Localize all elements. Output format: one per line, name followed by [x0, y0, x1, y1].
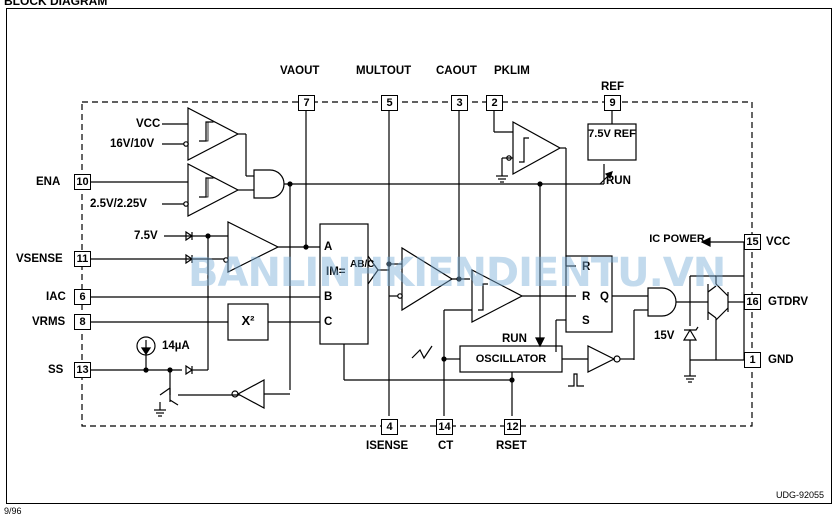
- page-note: 9/96: [4, 506, 22, 516]
- flip-flop-q: Q: [600, 291, 609, 303]
- pklim-comparator: [512, 120, 562, 176]
- pin-10: 10: [74, 174, 91, 190]
- pin-6-name: IAC: [46, 291, 66, 303]
- pin-5: 5: [381, 95, 398, 111]
- pin-8: 8: [74, 314, 91, 330]
- multiplier-output-im: IM=: [326, 266, 346, 278]
- zener-diode: [682, 328, 698, 341]
- pwm-comparator: [471, 269, 524, 323]
- pin-15-name: VCC: [766, 236, 791, 248]
- pin-8-name: VRMS: [32, 316, 66, 328]
- pin-5-name: MULTOUT: [356, 65, 412, 77]
- enable-and-gate: [253, 169, 285, 199]
- output-and-gate: [647, 287, 677, 317]
- flip-flop-s: S: [582, 315, 590, 327]
- flip-flop-r1: R: [582, 261, 591, 273]
- ic-power-label: IC POWER: [649, 233, 705, 245]
- pin-12: 12: [504, 419, 521, 435]
- flip-flop-r2: R: [582, 291, 591, 303]
- ss-inverter: [236, 378, 265, 410]
- enable-threshold-label: 2.5V/2.25V: [90, 198, 147, 210]
- pin-7: 7: [298, 95, 315, 111]
- inverter: [587, 345, 616, 373]
- zener-voltage-label: 15V: [654, 330, 675, 342]
- current-amplifier: [401, 246, 454, 312]
- pin-10-name: ENA: [36, 176, 61, 188]
- uvlo-comparator: [187, 107, 240, 161]
- pin-11-name: VSENSE: [16, 253, 63, 265]
- oscillator-label: OSCILLATOR: [475, 353, 547, 365]
- pin-16: 16: [744, 294, 761, 310]
- pin-4-name: ISENSE: [366, 440, 409, 452]
- figure-code: UDG-92055: [775, 490, 824, 500]
- run-label-ref: RUN: [606, 175, 631, 187]
- run-label-osc: RUN: [502, 333, 527, 345]
- pin-4: 4: [381, 419, 398, 435]
- pin-3: 3: [451, 95, 468, 111]
- pin-6: 6: [74, 289, 91, 305]
- diagram-frame: [6, 8, 832, 504]
- voltage-error-amplifier: [227, 221, 280, 273]
- pin-14-name: CT: [438, 440, 454, 452]
- watermark: BANLINHKIENDIENTU.VN: [188, 250, 726, 296]
- pin-3-name: CAOUT: [436, 65, 477, 77]
- pin-1: 1: [744, 352, 761, 368]
- pin-16-name: GTDRV: [768, 296, 809, 308]
- multiplier-input-a: A: [324, 241, 333, 253]
- pin-1-name: GND: [768, 354, 794, 366]
- ss-current-label: 14µA: [162, 340, 190, 352]
- squarer-label: X²: [241, 313, 255, 328]
- diagram-header: BLOCK DIAGRAM: [4, 0, 108, 8]
- multiplier-input-c: C: [324, 316, 333, 328]
- pin-14: 14: [436, 419, 453, 435]
- pin-12-name: RSET: [496, 440, 527, 452]
- ena-comparator: [187, 163, 240, 217]
- vcc-input-label: VCC: [136, 118, 161, 130]
- pin-11: 11: [74, 251, 91, 267]
- pin-9: 9: [604, 95, 621, 111]
- uvlo-threshold-label: 16V/10V: [110, 138, 155, 150]
- multiplier-input-b: B: [324, 291, 333, 303]
- pin-13-name: SS: [48, 364, 64, 376]
- pin-2-name: PKLIM: [494, 65, 530, 77]
- pin-7-name: VAOUT: [280, 65, 320, 77]
- multiplier-output-ratio: AB/C: [350, 259, 375, 270]
- reference-block-label: 7.5V REF: [588, 128, 636, 140]
- pin-13: 13: [74, 362, 91, 378]
- pin-15: 15: [744, 234, 761, 250]
- reference-block: [587, 123, 637, 161]
- pin-9-name: REF: [601, 81, 624, 93]
- clamp-voltage-label: 7.5V: [134, 230, 158, 242]
- pin-2: 2: [486, 95, 503, 111]
- flip-flop: [565, 255, 613, 333]
